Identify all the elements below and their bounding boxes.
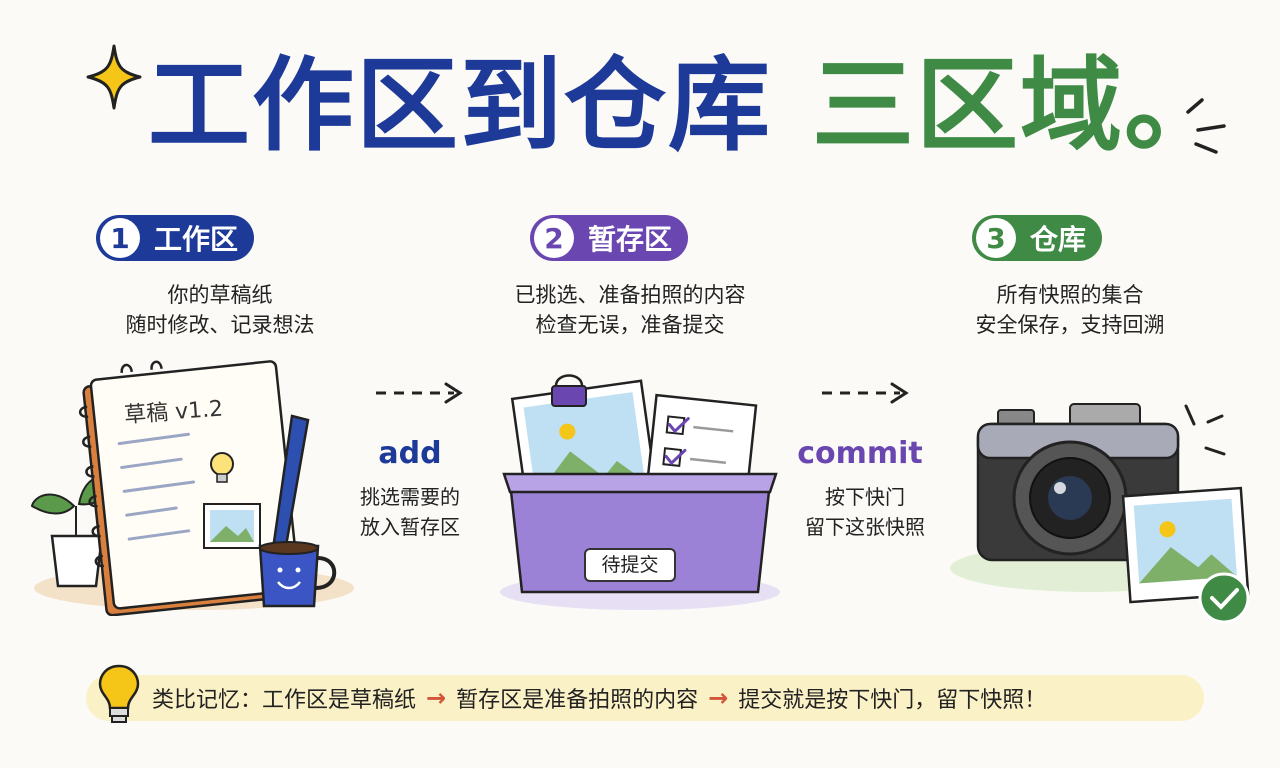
arrow-commit-icon [822,382,909,404]
sparkle-icon [86,44,142,110]
basket-tag: 待提交 [584,548,676,582]
desc-line: 放入暂存区 [360,515,460,539]
desc-line: 挑选需要的 [360,485,460,509]
analogy-part-3: 提交就是按下快门，留下快照！ [738,688,1047,713]
staging-illustration [500,374,780,610]
step-description-workspace: 你的草稿纸 随时修改、记录想法 [80,280,360,340]
step-label: 暂存区 [588,223,673,256]
command-add-description: 挑选需要的 放入暂存区 [335,482,485,542]
arrow-right-icon: → [426,684,447,712]
command-add: add [378,436,442,471]
repository-illustration [950,403,1250,624]
lightbulb-icon [210,452,234,483]
step-label: 工作区 [154,223,239,256]
analogy-text: 类比记忆：工作区是草稿纸 → 暂存区是准备拍照的内容 → 提交就是按下快门，留下… [152,675,1046,721]
analogy-banner [86,675,1204,721]
title-part-2: 三区域。 [812,47,1228,166]
mug-icon [258,541,337,608]
command-commit-description: 按下快门 留下这张快照 [790,482,940,542]
step-badge-workspace: 1 工作区 [96,215,255,261]
step-number: 3 [976,218,1016,258]
clip-icon [551,374,587,407]
desc-line: 所有快照的集合 [996,283,1144,307]
command-commit: commit [797,436,923,471]
arrow-add-icon [376,382,463,404]
step-number: 1 [100,218,140,258]
check-circle-icon [1198,572,1250,624]
arrow-right-icon: → [708,684,729,712]
step-description-repository: 所有快照的集合 安全保存，支持回溯 [930,280,1210,340]
step-badge-staging: 2 暂存区 [530,215,689,261]
sparkle-strokes-icon [1186,98,1226,154]
desc-line: 按下快门 [825,485,905,509]
lightbulb-icon [98,664,140,723]
desc-line: 你的草稿纸 [167,283,273,307]
analogy-part-2: 暂存区是准备拍照的内容 [456,688,699,713]
title-part-1: 工作区到仓库 [148,47,772,166]
desc-line: 安全保存，支持回溯 [975,313,1165,337]
step-badge-repository: 3 仓库 [972,215,1103,261]
step-label: 仓库 [1030,223,1087,256]
page-title: 工作区到仓库 三区域。 [0,42,1280,172]
analogy-part-1: 类比记忆：工作区是草稿纸 [152,688,417,713]
desc-line: 已挑选、准备拍照的内容 [514,283,746,307]
step-number: 2 [534,218,574,258]
desc-line: 留下这张快照 [805,515,925,539]
photo-icon [203,503,261,549]
workspace-illustration [30,360,354,616]
desc-line: 检查无误，准备提交 [535,313,725,337]
desc-line: 随时修改、记录想法 [125,313,315,337]
step-description-staging: 已挑选、准备拍照的内容 检查无误，准备提交 [480,280,780,340]
basket-icon [502,472,778,594]
